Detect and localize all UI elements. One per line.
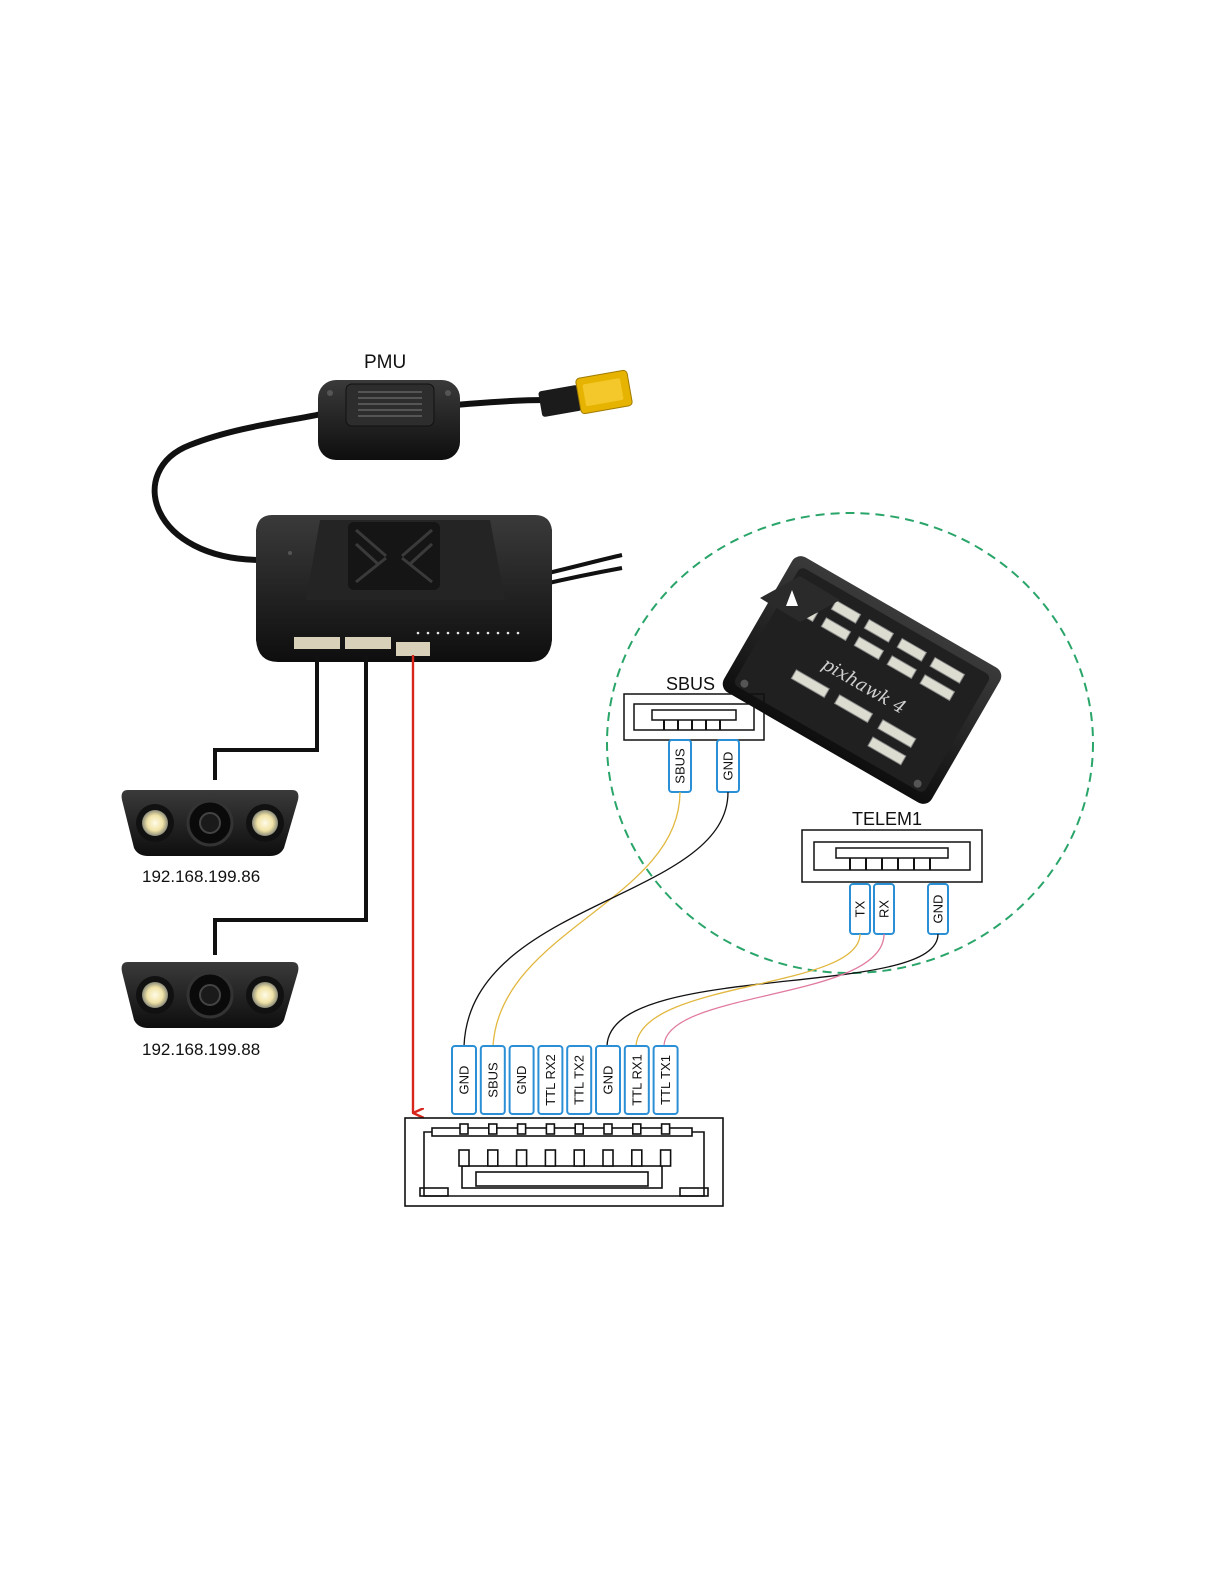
connector-pin-contact (603, 1150, 613, 1166)
bottom-pin-6: TTL RX1 (625, 1046, 649, 1114)
sbus-pin-0: SBUS (669, 740, 691, 792)
telem1-pin-labels: TX RX GND (850, 884, 948, 934)
bottom-connector (405, 1118, 723, 1206)
pmu-module (318, 380, 460, 460)
camera-2-ip: 192.168.199.88 (142, 1040, 260, 1059)
bottom-pin-5: GND (596, 1046, 620, 1114)
camera1-wire (215, 655, 317, 780)
bottom-pin-text: TTL TX1 (658, 1055, 673, 1105)
connector-pin-top (518, 1124, 526, 1134)
flight-controller: pixhawk 4 (719, 552, 1005, 807)
bottom-pin-text: SBUS (485, 1062, 500, 1098)
bottom-pin-text: GND (514, 1066, 529, 1095)
sbus-pin-text: GND (721, 752, 736, 781)
telem1-pin-2: GND (928, 884, 948, 934)
wire-sbus-gnd (464, 792, 728, 1046)
telem1-pin-0: TX (850, 884, 870, 934)
sbus-pin-1: GND (717, 740, 739, 792)
bottom-pin-text: TTL TX2 (572, 1055, 587, 1105)
connector-pin-top (633, 1124, 641, 1134)
camera-1 (122, 790, 299, 856)
connector-pin-contact (661, 1150, 671, 1166)
telem1-pin-text: TX (853, 900, 868, 917)
xt60-connector (538, 370, 633, 418)
bottom-pin-1: SBUS (481, 1046, 505, 1114)
connector-pin-contact (517, 1150, 527, 1166)
bottom-pin-0: GND (452, 1046, 476, 1114)
connector-pin-contact (574, 1150, 584, 1166)
pmu-label: PMU (364, 352, 406, 373)
connector-pin-contact (545, 1150, 555, 1166)
connector-pin-contact (488, 1150, 498, 1166)
camera-1-ip: 192.168.199.86 (142, 867, 260, 886)
wire-telem-gnd (607, 934, 938, 1046)
wire-telem-tx (636, 934, 860, 1046)
connector-pin-top (489, 1124, 497, 1134)
bottom-pin-text: GND (601, 1066, 616, 1095)
sbus-pin-text: SBUS (673, 748, 688, 784)
camera-2 (122, 962, 299, 1028)
connector-pin-top (604, 1124, 612, 1134)
connector-pin-contact (632, 1150, 642, 1166)
bottom-pin-labels: GND SBUS GND TTL RX2 TTL TX2 GND TTL RX1 TTL TX… (452, 1046, 678, 1114)
telem1-connector (802, 830, 982, 882)
bottom-pin-text: GND (457, 1066, 472, 1095)
telem1-pin-1: RX (874, 884, 894, 934)
bottom-pin-text: TTL RX2 (543, 1054, 558, 1106)
bottom-pin-4: TTL TX2 (567, 1046, 591, 1114)
bottom-pin-7: TTL TX1 (654, 1046, 678, 1114)
bottom-pin-3: TTL RX2 (538, 1046, 562, 1114)
connector-pin-contact (459, 1150, 469, 1166)
wire-sbus-signal (493, 792, 680, 1046)
telem1-pin-text: GND (931, 895, 946, 924)
pmu-output-cable (455, 400, 545, 405)
connector-pin-top (460, 1124, 468, 1134)
bottom-pin-2: GND (510, 1046, 534, 1114)
connector-pin-top (575, 1124, 583, 1134)
telem1-label: TELEM1 (852, 809, 922, 829)
bottom-pin-text: TTL RX1 (629, 1054, 644, 1106)
telem1-pin-text: RX (877, 900, 892, 918)
sbus-label: SBUS (666, 674, 715, 694)
connector-pin-top (546, 1124, 554, 1134)
base-unit (256, 515, 552, 662)
sbus-pin-labels: SBUS GND (669, 740, 739, 792)
connector-pin-top (662, 1124, 670, 1134)
